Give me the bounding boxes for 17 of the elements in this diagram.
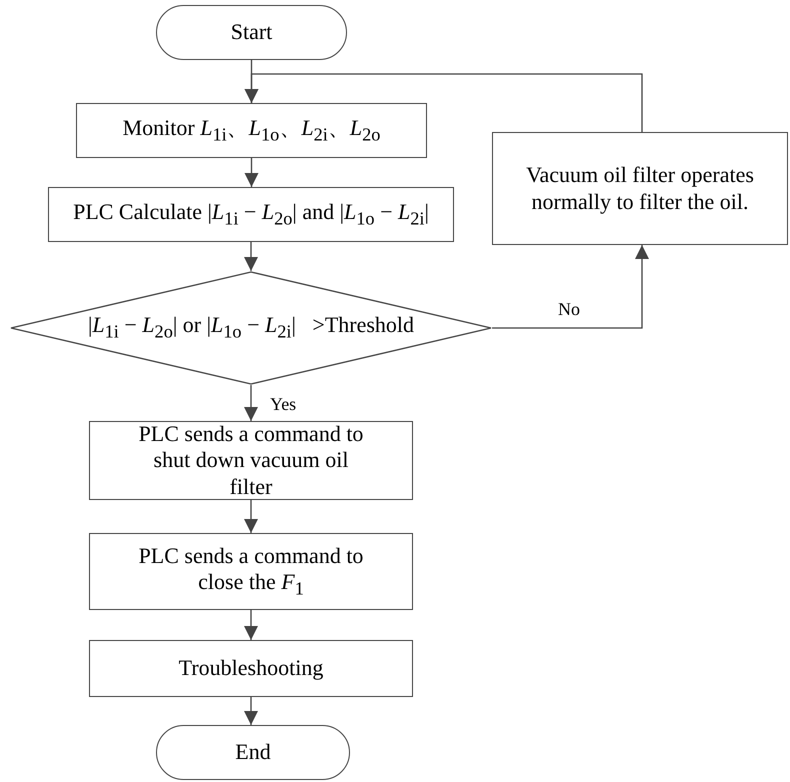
process-box: PLC sends a command to shut down vacuum oil filter [89, 421, 413, 500]
arrow [244, 73, 643, 132]
process-box: Monitor L$_{1i}$、L$_{1o}$、L$_{2i}$、L$_{2o}$ [76, 103, 427, 158]
terminal-box: Start [156, 5, 347, 60]
condition-text: |L$_{1i}$ − L$_{2o}$| or |L$_{1o}$ − L$_{2i}$| >Threshold [88, 312, 414, 344]
arrow [244, 697, 258, 725]
arrow [244, 610, 258, 640]
arrow [244, 158, 258, 187]
process-box: Vacuum oil filter operates normally to filter the oil. [492, 132, 788, 245]
terminal-box: End [156, 725, 350, 780]
arrow [244, 385, 258, 421]
arrow [244, 500, 258, 533]
process-box: PLC Calculate |L$_{1i}$ − L$_{2o}$| and |L$_{1o}$ − L$_{2i}$| [48, 187, 454, 242]
arrow [244, 242, 258, 271]
process-box: PLC sends a command to close the F$_{1}$ [89, 533, 413, 610]
process-box: Troubleshooting [89, 640, 413, 697]
arrow [492, 245, 649, 329]
